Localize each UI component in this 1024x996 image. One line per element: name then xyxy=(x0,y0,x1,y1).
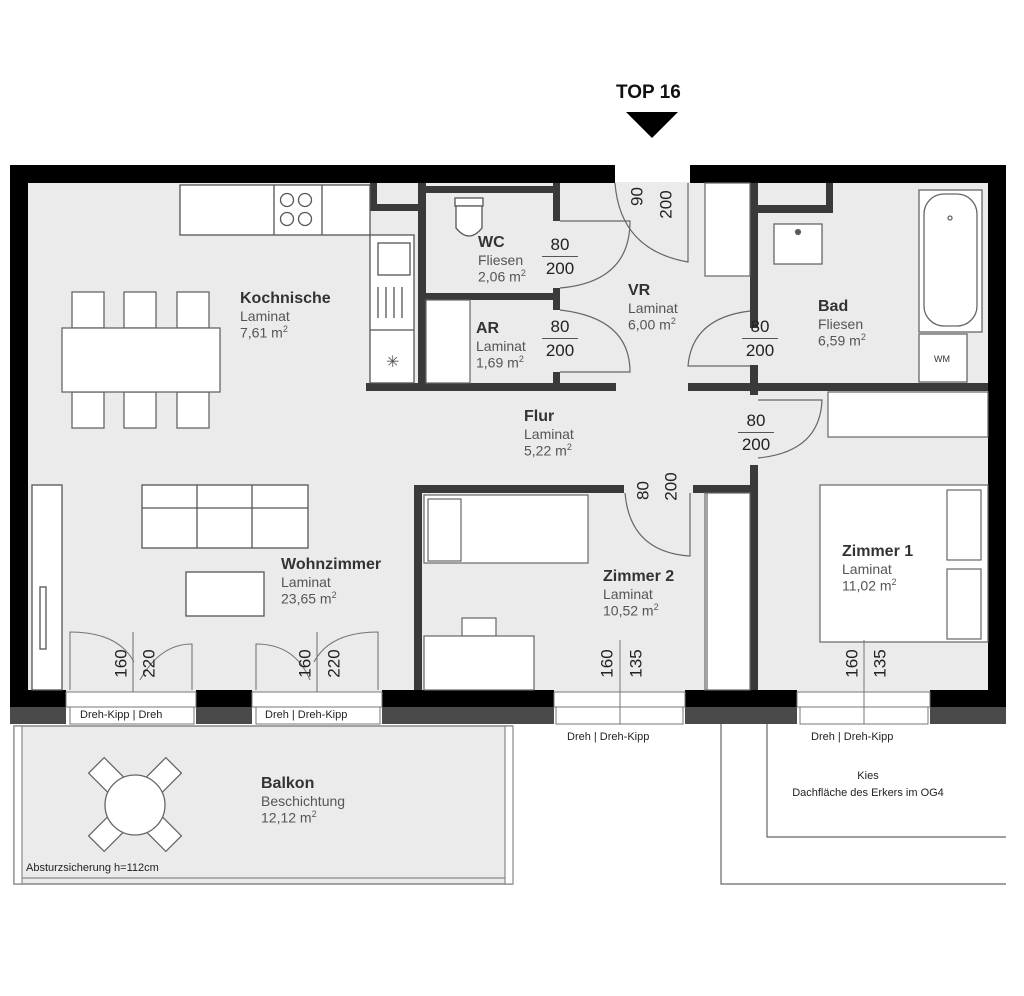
dining-table xyxy=(61,291,221,429)
door-height: 200 xyxy=(741,435,771,454)
window-wohn-right-width: 160 xyxy=(295,649,315,678)
door-zimmer1-dim: 80 200 xyxy=(736,412,776,453)
room-ar: AR Laminat 1,69 m2 xyxy=(476,320,526,371)
room-area: 7,61 m2 xyxy=(240,324,288,342)
room-area: 6,59 m2 xyxy=(818,332,866,350)
window-zimmer2-width: 160 xyxy=(597,649,617,678)
room-area: 6,00 m2 xyxy=(628,316,676,334)
bedroom2-furniture xyxy=(423,492,751,691)
room-floor: Fliesen xyxy=(818,316,864,333)
room-zimmer2: Zimmer 2 Laminat 10,52 m2 xyxy=(603,568,674,619)
window-wohn-left-type: Dreh-Kipp | Dreh xyxy=(80,709,163,721)
room-area: 10,52 m2 xyxy=(603,602,659,620)
kitchen-counter xyxy=(179,184,415,384)
window-wohn-left-width: 160 xyxy=(111,649,131,678)
window-wohn-right-height: 220 xyxy=(324,649,344,678)
unit-title: TOP 16 xyxy=(616,82,681,103)
door-bad-dim: 80 200 xyxy=(740,318,780,359)
storage-shelf xyxy=(425,299,471,384)
washer-label: WM xyxy=(934,354,950,364)
room-balkon: Balkon Beschichtung 12,12 m2 xyxy=(261,775,345,826)
facade-strip xyxy=(10,707,1006,724)
bathroom-fixtures xyxy=(773,189,983,383)
room-floor: Laminat xyxy=(476,338,526,355)
room-wohnzimmer: Wohnzimmer Laminat 23,65 m2 xyxy=(281,556,381,607)
window-zimmer1-type: Dreh | Dreh-Kipp xyxy=(811,731,894,743)
window-zimmer1-height: 135 xyxy=(870,649,890,678)
room-kochnische: Kochnische Laminat 7,61 m2 xyxy=(240,290,331,341)
outer-walls xyxy=(10,165,1006,707)
window-wohn-right-type: Dreh | Dreh-Kipp xyxy=(265,709,348,721)
door-wc-dim: 80 200 xyxy=(540,236,580,277)
room-name: Flur xyxy=(524,408,555,425)
room-floor: Laminat xyxy=(240,308,290,325)
room-flur: Flur Laminat 5,22 m2 xyxy=(524,408,574,459)
room-vr: VR Laminat 6,00 m2 xyxy=(628,282,678,333)
door-width: 80 xyxy=(550,235,570,254)
door-width: 80 xyxy=(746,411,766,430)
room-floor: Laminat xyxy=(524,426,574,443)
room-name: Zimmer 1 xyxy=(842,543,914,560)
door-width: 80 xyxy=(750,317,770,336)
room-name: Bad xyxy=(818,298,849,315)
room-floor: Laminat xyxy=(628,300,678,317)
room-floor: Laminat xyxy=(603,586,653,603)
door-entry-width: 90 xyxy=(627,187,647,206)
door-entry-height: 200 xyxy=(656,190,676,219)
window-zimmer2-type: Dreh | Dreh-Kipp xyxy=(567,731,650,743)
window-frames xyxy=(65,640,931,725)
door-width: 80 xyxy=(550,317,570,336)
room-name: WC xyxy=(478,234,505,251)
room-name: AR xyxy=(476,320,500,337)
gravel-note-1: Kies xyxy=(857,770,879,782)
inner-walls xyxy=(366,183,988,690)
room-name: VR xyxy=(628,282,651,299)
door-zimmer2-height: 200 xyxy=(661,472,681,501)
balcony-table xyxy=(87,756,183,853)
gravel-roof-outline xyxy=(720,724,1006,885)
room-area: 12,12 m2 xyxy=(261,809,317,827)
door-height: 200 xyxy=(745,341,775,360)
door-ar-dim: 80 200 xyxy=(540,318,580,359)
toilet xyxy=(454,197,484,237)
room-name: Wohnzimmer xyxy=(281,556,382,573)
room-name: Zimmer 2 xyxy=(603,568,675,585)
window-zimmer2-height: 135 xyxy=(626,649,646,678)
room-area: 23,65 m2 xyxy=(281,590,337,608)
railing-note: Absturzsicherung h=112cm xyxy=(26,862,159,874)
balcony-railing xyxy=(13,725,514,885)
room-bad: Bad Fliesen 6,59 m2 xyxy=(818,298,866,349)
room-floor: Laminat xyxy=(281,574,331,591)
room-floor: Beschichtung xyxy=(261,793,346,810)
window-zimmer1-width: 160 xyxy=(842,649,862,678)
room-floor: Laminat xyxy=(842,561,892,578)
bedroom1-furniture xyxy=(819,391,989,643)
window-wohn-left-height: 220 xyxy=(139,649,159,678)
door-height: 200 xyxy=(545,341,575,360)
room-area: 2,06 m2 xyxy=(478,268,526,286)
entry-wardrobe xyxy=(704,182,751,277)
room-area: 5,22 m2 xyxy=(524,442,572,460)
room-area: 11,02 m2 xyxy=(842,577,897,595)
room-name: Balkon xyxy=(261,775,315,792)
door-height: 200 xyxy=(545,259,575,278)
living-furniture xyxy=(31,484,309,691)
room-wc: WC Fliesen 2,06 m2 xyxy=(478,234,526,285)
gravel-note-2: Dachfläche des Erkers im OG4 xyxy=(792,787,944,799)
door-swings xyxy=(559,182,823,557)
room-area: 1,69 m2 xyxy=(476,354,524,372)
room-zimmer1: Zimmer 1 Laminat 11,02 m2 xyxy=(842,543,913,594)
fridge-icon: ✳ xyxy=(386,354,399,371)
room-name: Kochnische xyxy=(240,290,331,307)
room-floor: Fliesen xyxy=(478,252,524,269)
door-zimmer2-width: 80 xyxy=(633,481,653,500)
entry-arrow-icon xyxy=(626,112,678,138)
